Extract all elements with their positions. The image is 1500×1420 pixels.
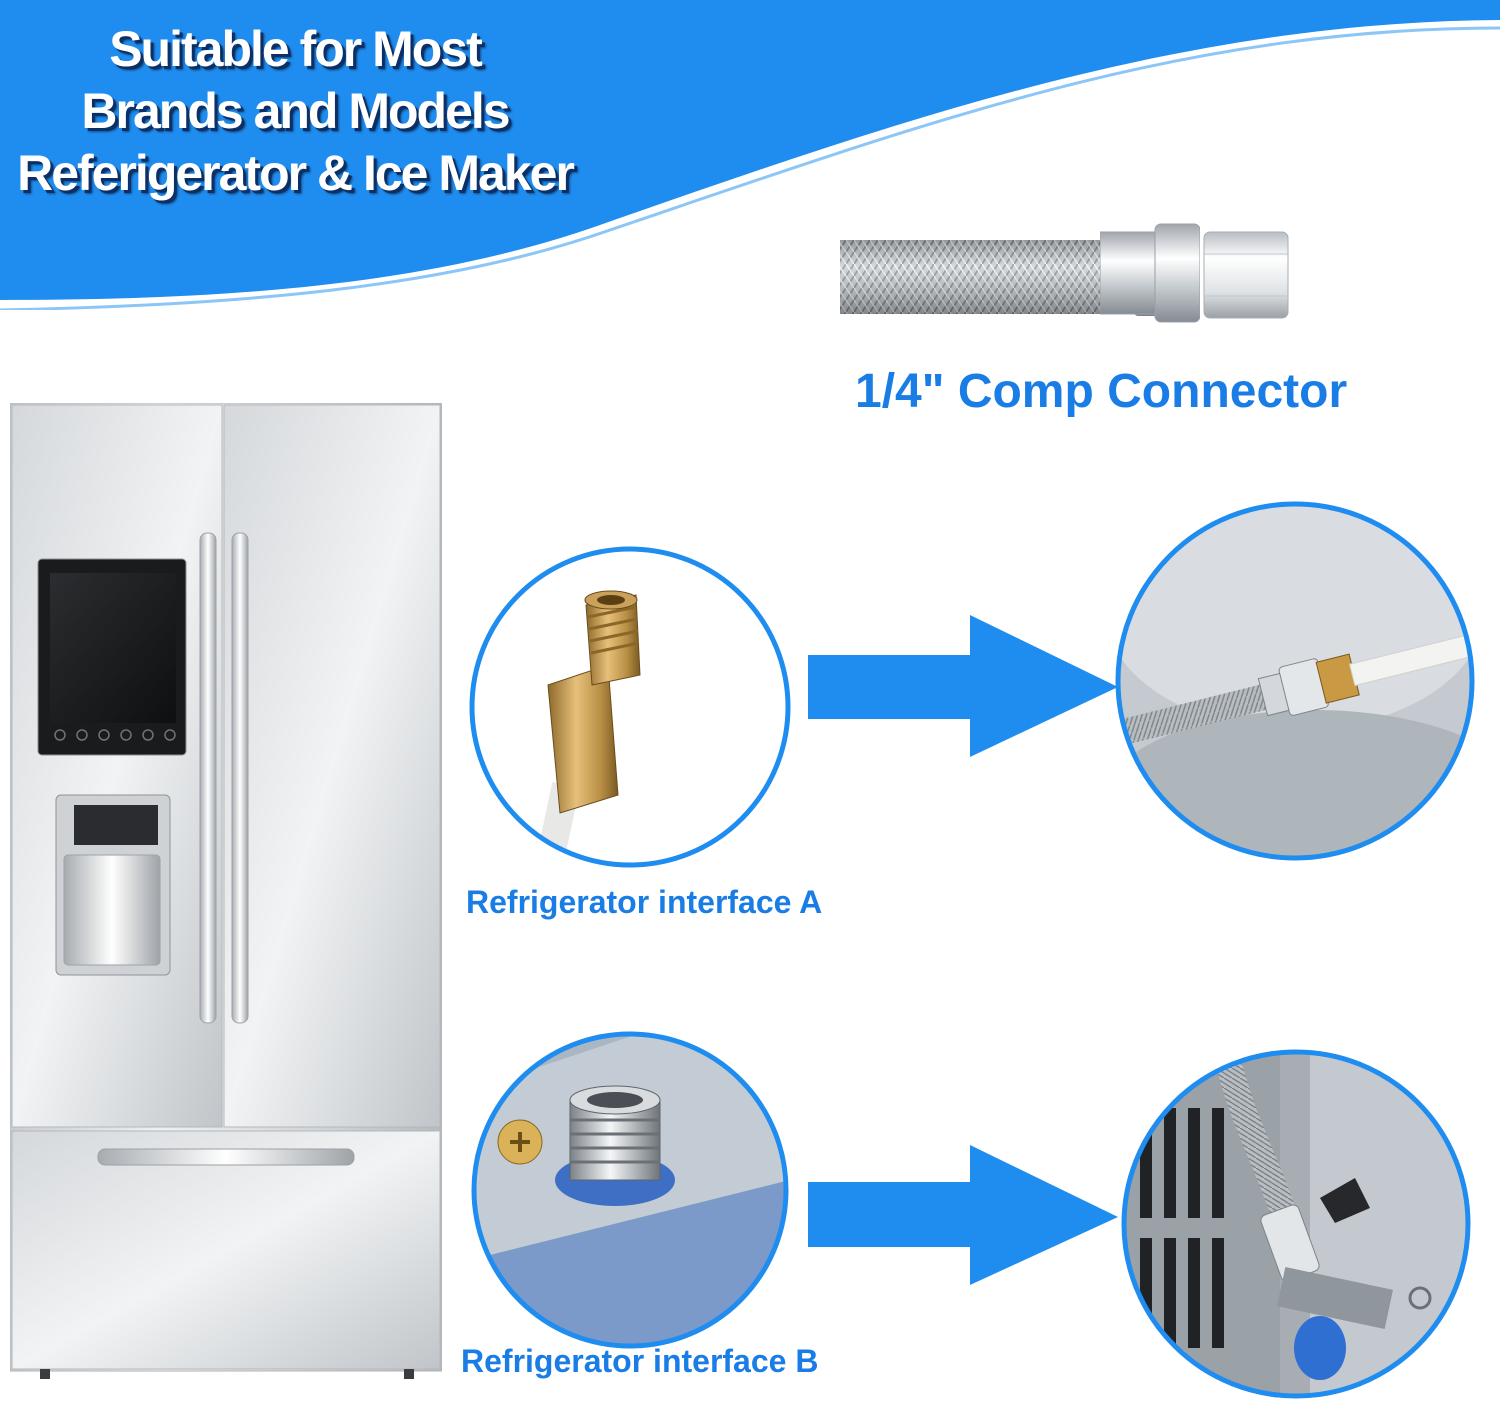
- interface-b-fitting-image: [471, 1031, 789, 1349]
- arrow-right-icon-b: [808, 1145, 1118, 1285]
- interface-a-connected-image: [1115, 501, 1475, 861]
- interface-a-fitting-image: [469, 546, 791, 868]
- refrigerator-image: [10, 403, 442, 1379]
- headline-line-1: Suitable for Most: [109, 21, 483, 77]
- connector-label: 1/4" Comp Connector: [855, 365, 1348, 418]
- header-wave-background: [0, 0, 1500, 310]
- interface-b-connected-image: [1121, 1049, 1471, 1399]
- interface-b-label: Refrigerator interface B: [461, 1343, 819, 1379]
- headline-line-3: Referigerator & Ice Maker: [17, 145, 575, 201]
- compression-nut-icon: [1100, 223, 1200, 323]
- headline-line-2: Brands and Models: [81, 83, 510, 139]
- interface-a-label: Refrigerator interface A: [466, 884, 823, 920]
- arrow-right-icon-a: [808, 615, 1118, 757]
- headline: Suitable for Most Brands and Models Refe…: [0, 18, 590, 204]
- hex-nut-icon: [1203, 231, 1289, 319]
